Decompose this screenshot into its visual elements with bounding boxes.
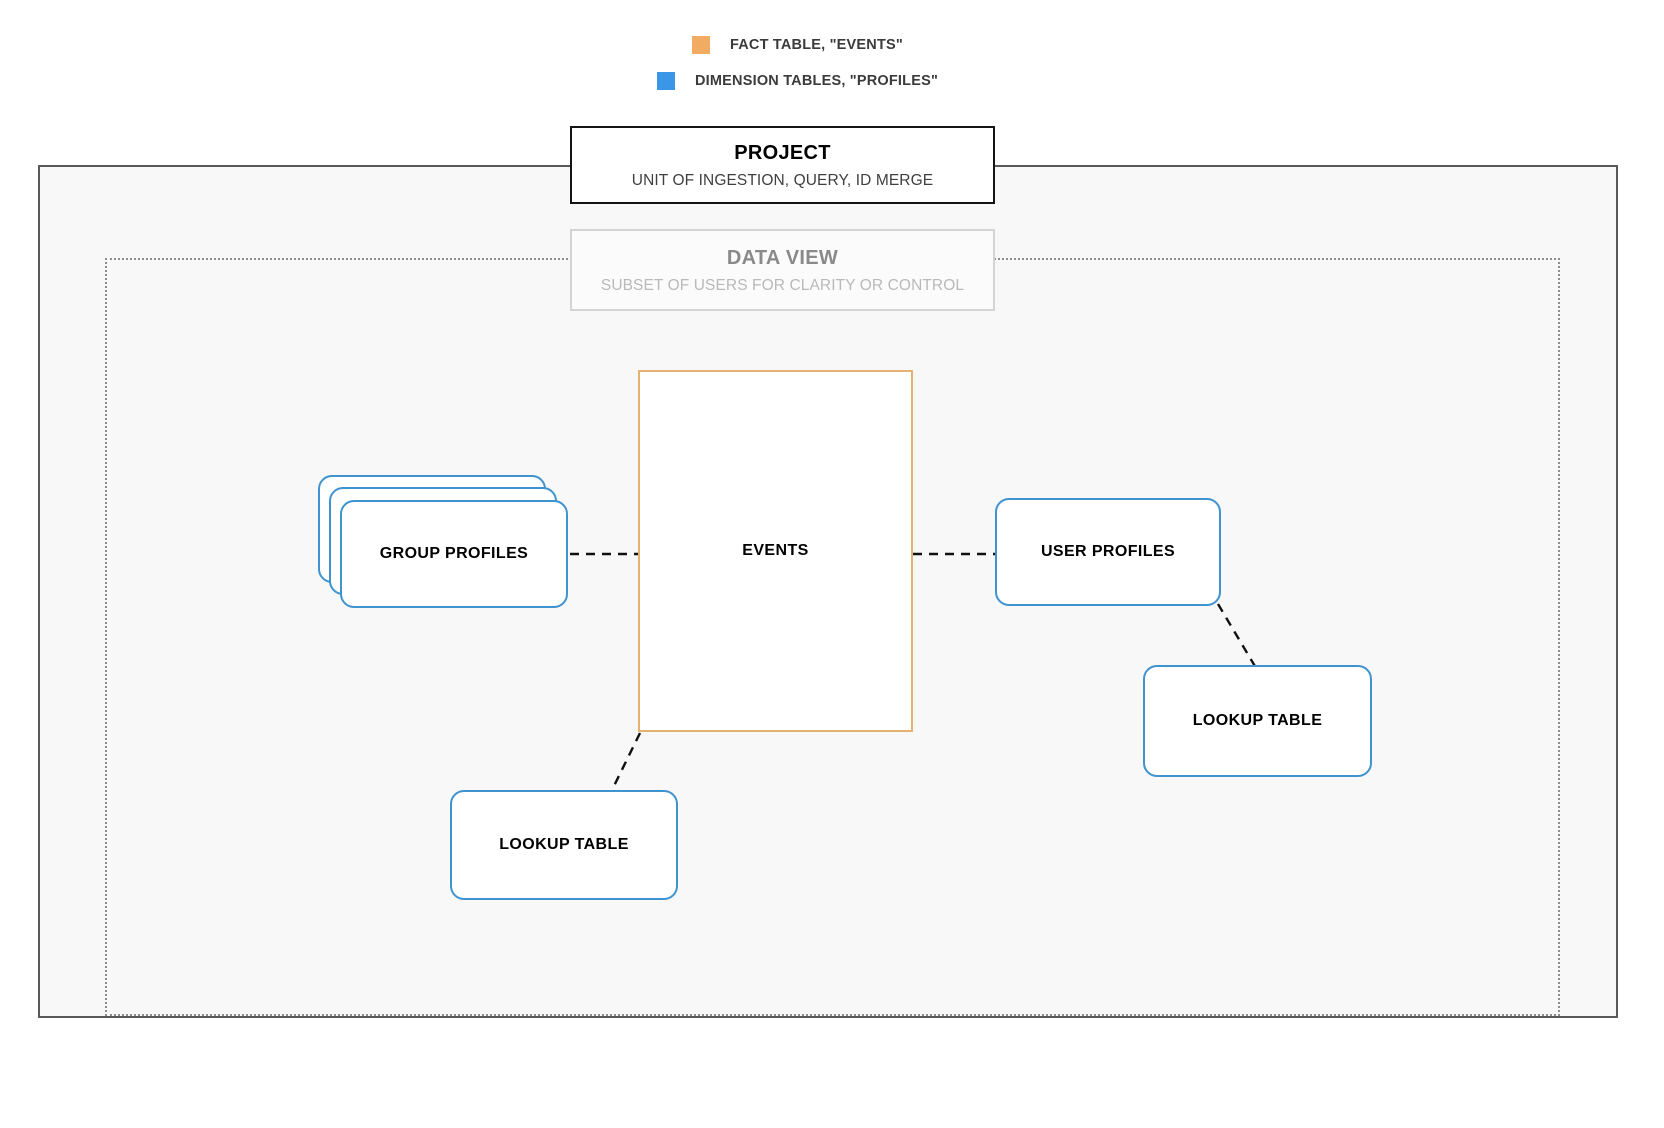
node-user-profiles: USER PROFILES <box>995 498 1221 606</box>
project-header-box: PROJECT UNIT OF INGESTION, QUERY, ID MER… <box>570 126 995 204</box>
node-events: EVENTS <box>638 370 913 732</box>
project-subtitle: UNIT OF INGESTION, QUERY, ID MERGE <box>631 172 934 189</box>
group-profiles-card-front: GROUP PROFILES <box>340 500 568 608</box>
orange-square-swatch-icon <box>692 36 710 54</box>
legend-item-fact-table: FACT TABLE, "EVENTS" <box>692 36 903 54</box>
node-group-profiles-stack: GROUP PROFILES <box>318 475 570 609</box>
node-label-lookup-table-right: LOOKUP TABLE <box>1192 712 1323 729</box>
node-label-events: EVENTS <box>742 542 809 559</box>
data-view-header-box: DATA VIEW SUBSET OF USERS FOR CLARITY OR… <box>570 229 995 311</box>
node-lookup-table-right: LOOKUP TABLE <box>1143 665 1372 777</box>
data-view-title: DATA VIEW <box>726 247 839 269</box>
node-label-lookup-table-left: LOOKUP TABLE <box>499 836 629 853</box>
data-view-subtitle: SUBSET OF USERS FOR CLARITY OR CONTROL <box>600 277 965 294</box>
blue-square-swatch-icon <box>657 72 675 90</box>
node-lookup-table-left: LOOKUP TABLE <box>450 790 678 900</box>
node-label-group-profiles: GROUP PROFILES <box>379 545 529 562</box>
node-label-user-profiles: USER PROFILES <box>1040 543 1176 560</box>
legend-label-fact-table: FACT TABLE, "EVENTS" <box>730 37 903 53</box>
project-title: PROJECT <box>734 142 831 164</box>
legend-label-dimension-tables: DIMENSION TABLES, "PROFILES" <box>695 73 939 89</box>
legend-item-dimension-tables: DIMENSION TABLES, "PROFILES" <box>657 72 938 90</box>
